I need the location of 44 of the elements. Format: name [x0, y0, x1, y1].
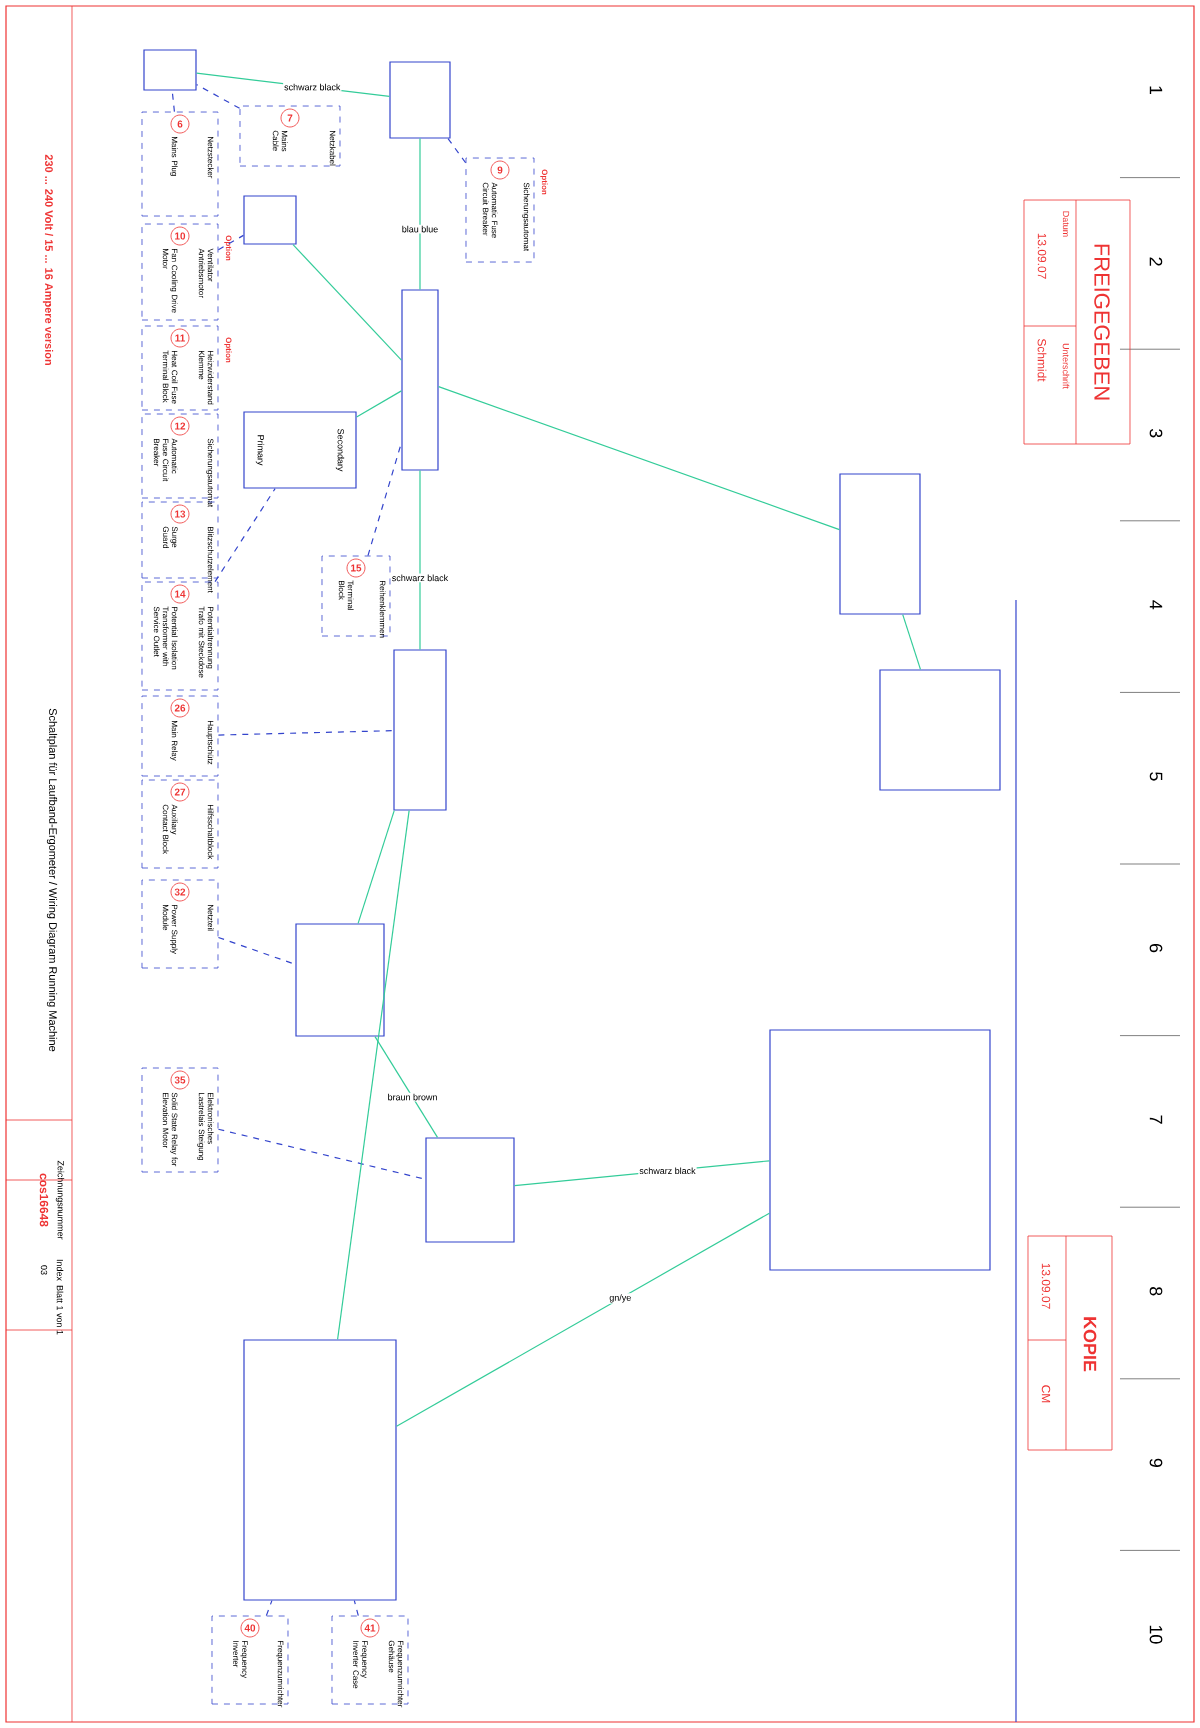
grid-number: 7	[1149, 1115, 1163, 1124]
grid-number: 4	[1149, 600, 1163, 610]
grid-number: 3	[1149, 428, 1163, 438]
wire	[396, 1212, 770, 1427]
grid-number: 2	[1149, 257, 1163, 266]
wire	[217, 234, 244, 251]
wire	[374, 1036, 439, 1138]
wire	[356, 390, 402, 418]
component-symbol	[243, 1339, 397, 1601]
wire	[265, 1600, 273, 1617]
component-symbol	[879, 669, 1001, 791]
grid-number: 9	[1149, 1458, 1163, 1467]
grid-number: 5	[1149, 772, 1163, 781]
wire	[419, 470, 421, 650]
wire	[447, 138, 467, 164]
wire	[902, 614, 922, 670]
wire	[292, 244, 402, 361]
component-symbol	[769, 1029, 991, 1271]
wire	[337, 810, 410, 1340]
wire	[438, 386, 840, 531]
component-symbol	[401, 289, 439, 471]
component-symbol	[425, 1137, 515, 1243]
wire	[357, 810, 395, 924]
grid-number: 8	[1149, 1287, 1163, 1296]
grid-number: 1	[1149, 86, 1163, 95]
wire	[217, 730, 394, 736]
component-symbol	[839, 473, 921, 615]
component-symbol	[295, 923, 385, 1037]
wire	[217, 1128, 426, 1180]
wire	[196, 84, 241, 109]
stamp-text: FREIGEGEBEN	[1094, 244, 1110, 400]
stamp-text: KOPIE	[1083, 1317, 1097, 1372]
grid-number: 10	[1149, 1625, 1163, 1644]
wire	[214, 488, 276, 583]
component-symbol	[389, 61, 451, 139]
wire	[367, 442, 402, 557]
wire	[419, 138, 421, 290]
wire	[353, 1600, 359, 1617]
component-symbol	[393, 649, 447, 811]
wire	[217, 936, 296, 965]
grid-number: 6	[1149, 943, 1163, 953]
component-symbol	[243, 195, 297, 245]
wire	[171, 90, 175, 113]
component-symbol	[143, 49, 197, 91]
